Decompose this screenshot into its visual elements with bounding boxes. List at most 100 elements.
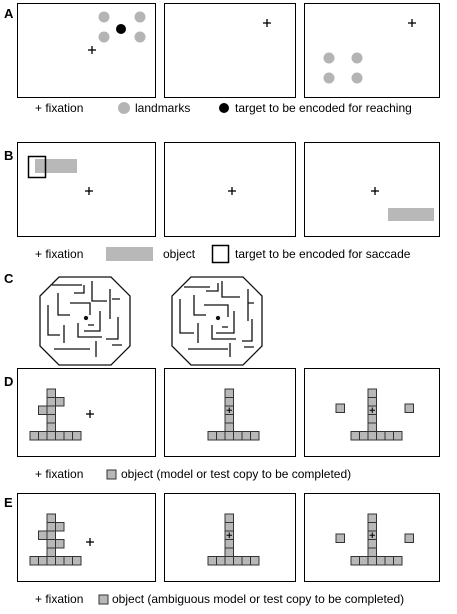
- block-icon: [46, 547, 56, 557]
- block-icon: [207, 431, 217, 441]
- block-icon: [367, 547, 377, 557]
- legend-target-saccade: target to be encoded for saccade: [235, 247, 411, 261]
- block-icon: [367, 388, 377, 398]
- fixation-cross-icon: [369, 407, 375, 413]
- block-icon: [46, 422, 56, 432]
- block-icon: [404, 403, 414, 413]
- block-icon: [224, 522, 234, 532]
- screen-frame: [17, 368, 156, 457]
- block-icon: [250, 556, 260, 566]
- block-icon: [359, 556, 369, 566]
- block-icon: [55, 539, 65, 549]
- block-icon: [367, 556, 377, 566]
- legend-object: object: [163, 247, 196, 261]
- block-icon: [216, 556, 226, 566]
- fixation-cross-icon: [86, 538, 94, 546]
- screen-frame: [304, 368, 440, 457]
- block-group: [29, 388, 414, 441]
- block-icon: [335, 533, 345, 543]
- block-icon: [55, 522, 65, 532]
- fixation-cross-icon: [228, 187, 236, 195]
- block-icon: [46, 397, 56, 407]
- block-icon: [367, 513, 377, 523]
- block-icon: [233, 556, 243, 566]
- block-icon: [46, 431, 56, 441]
- panel-label-b: B: [4, 148, 14, 163]
- block-icon: [38, 431, 48, 441]
- block-icon: [106, 469, 117, 480]
- block-icon: [46, 522, 56, 532]
- fixation-cross-icon: [408, 19, 416, 27]
- block-icon: [38, 530, 48, 540]
- screen-frame: [304, 142, 440, 237]
- fixation-cross-icon: [263, 19, 271, 27]
- screen-frame: [164, 3, 296, 98]
- fixation-cross-icon: [86, 410, 94, 418]
- block-icon: [216, 431, 226, 441]
- object-bar-icon: [35, 159, 77, 173]
- block-icon: [224, 539, 234, 549]
- panel-label-a: A: [4, 6, 14, 21]
- block-icon: [224, 547, 234, 557]
- block-icon: [46, 530, 56, 540]
- block-icon: [376, 556, 386, 566]
- panel-a: [17, 3, 440, 114]
- block-icon: [38, 405, 48, 415]
- panel-b: [17, 142, 440, 264]
- block-icon: [233, 431, 243, 441]
- object-bar-icon: [388, 208, 434, 221]
- screen-frame: [304, 493, 440, 582]
- block-icon: [46, 556, 56, 566]
- block-icon: [224, 414, 234, 424]
- block-icon: [63, 431, 73, 441]
- block-icon: [384, 431, 394, 441]
- block-icon: [367, 522, 377, 532]
- panel-d: [17, 368, 440, 480]
- block-icon: [46, 513, 56, 523]
- block-icon: [367, 539, 377, 549]
- block-icon: [384, 556, 394, 566]
- panel-e: [17, 493, 440, 605]
- fixation-cross-icon: [88, 46, 96, 54]
- block-icon: [350, 431, 360, 441]
- panel-label-d: D: [4, 374, 14, 389]
- block-icon: [63, 556, 73, 566]
- fixation-cross-icon: [369, 532, 375, 538]
- block-icon: [367, 422, 377, 432]
- block-icon: [367, 414, 377, 424]
- target-dot-icon: [219, 103, 229, 113]
- block-icon: [46, 539, 56, 549]
- legend-landmarks: landmarks: [135, 101, 191, 115]
- block-icon: [98, 594, 109, 605]
- block-icon: [241, 431, 251, 441]
- block-icon: [359, 431, 369, 441]
- screen-frame: [164, 493, 296, 582]
- block-icon: [55, 397, 65, 407]
- screen-frame: [17, 493, 156, 582]
- block-icon: [367, 397, 377, 407]
- legend-target-reaching: target to be encoded for reaching: [235, 101, 412, 115]
- panel-label-c: C: [4, 271, 14, 286]
- block-icon: [224, 556, 234, 566]
- legend-object: object (ambiguous model or test copy to …: [112, 592, 405, 606]
- legend-fixation: + fixation: [35, 101, 84, 115]
- fixation-cross-icon: [371, 187, 379, 195]
- block-icon: [350, 556, 360, 566]
- legend-fixation: + fixation: [35, 592, 84, 606]
- legend-object: object (model or test copy to be complet…: [121, 467, 352, 481]
- panel-label-e: E: [4, 495, 13, 510]
- block-icon: [224, 431, 234, 441]
- block-icon: [46, 388, 56, 398]
- maze-icon: [171, 276, 263, 366]
- screen-frame: [17, 142, 156, 237]
- target-dot-icon: [116, 24, 126, 34]
- fixation-cross-icon: [226, 532, 232, 538]
- block-icon: [38, 556, 48, 566]
- block-icon: [46, 405, 56, 415]
- block-icon: [207, 556, 217, 566]
- block-icon: [72, 431, 82, 441]
- block-icon: [241, 556, 251, 566]
- block-icon: [224, 388, 234, 398]
- block-icon: [376, 431, 386, 441]
